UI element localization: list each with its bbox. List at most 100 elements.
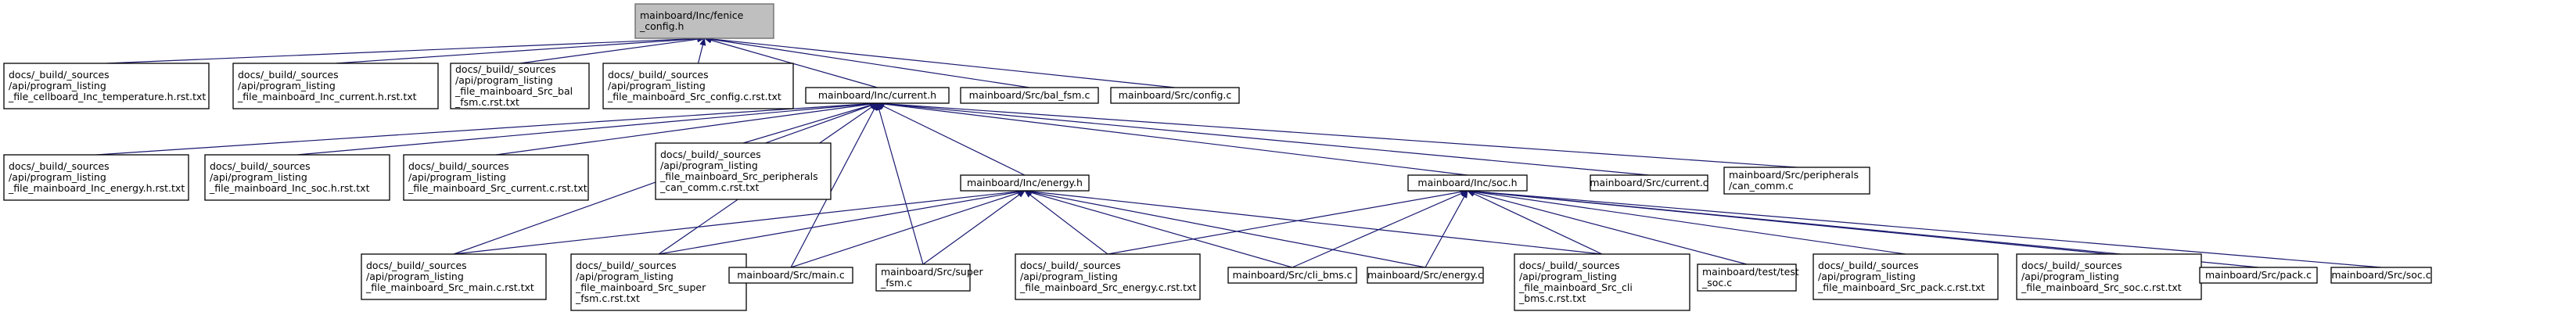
node-label-line: mainboard/Src/soc.c <box>2331 269 2430 281</box>
graph-node-r-src-energy[interactable]: docs/_build/_sources/api/program_listing… <box>1015 253 1201 300</box>
graph-node-r-inc-current[interactable]: docs/_build/_sources/api/program_listing… <box>232 63 439 109</box>
edge-r-inc-current-to-fenice-config <box>335 35 706 64</box>
graph-node-inc-energy[interactable]: mainboard/Inc/energy.h <box>960 174 1090 192</box>
edge-r-inc-energy-to-inc-current <box>95 100 878 156</box>
node-label-line: /api/program_listing <box>2021 271 2119 282</box>
node-label-line: mainboard/test/test <box>1702 266 1799 278</box>
node-box <box>2199 267 2318 284</box>
node-label-line: _file_mainboard_Inc_soc.h.rst.txt <box>209 182 370 194</box>
graph-node-src-main[interactable]: mainboard/Src/main.c <box>728 267 853 284</box>
node-label-line: docs/_build/_sources <box>576 260 677 271</box>
node-box <box>1367 267 1484 284</box>
node-label-line: /api/program_listing <box>366 271 464 282</box>
edge-r-src-periph-can-to-inc-current <box>742 102 878 144</box>
graph-node-src-periph-can[interactable]: mainboard/Src/peripherals/can_comm.c <box>1723 167 1870 195</box>
graph-node-src-bal-fsm[interactable]: mainboard/Src/bal_fsm.c <box>960 87 1099 104</box>
graph-node-inc-current[interactable]: mainboard/Inc/current.h <box>805 87 950 104</box>
node-label-line: _file_mainboard_Src_peripherals <box>659 170 818 182</box>
node-label-line: docs/_build/_sources <box>608 69 709 81</box>
edge-src-main-to-inc-energy <box>790 190 1026 268</box>
graph-node-r-src-cli-bms[interactable]: docs/_build/_sources/api/program_listing… <box>1514 253 1690 311</box>
node-label-line: _file_mainboard_Src_energy.c.rst.txt <box>1019 281 1196 293</box>
graph-node-src-pack[interactable]: mainboard/Src/pack.c <box>2199 267 2318 284</box>
node-box <box>1697 263 1797 292</box>
graph-node-src-config[interactable]: mainboard/Src/config.c <box>1110 87 1240 104</box>
graph-node-r-src-super-fsm[interactable]: docs/_build/_sources/api/program_listing… <box>570 253 747 311</box>
node-label-line: docs/_build/_sources <box>9 69 110 81</box>
node-label-line: /can_comm.c <box>1729 180 1794 192</box>
node-box <box>1590 174 1708 192</box>
node-box <box>1110 87 1240 104</box>
node-label-line: mainboard/Src/config.c <box>1119 89 1232 101</box>
node-label-line: _fsm.c.rst.txt <box>454 96 519 108</box>
node-label-line: docs/_build/_sources <box>9 160 110 172</box>
node-box <box>403 154 589 201</box>
node-label-line: docs/_build/_sources <box>1519 260 1620 271</box>
graph-node-src-energy[interactable]: mainboard/Src/energy.c <box>1367 267 1484 284</box>
graph-node-src-current[interactable]: mainboard/Src/current.c <box>1590 174 1708 192</box>
node-label-line: _file_mainboard_Src_config.c.rst.txt <box>607 91 781 102</box>
node-box <box>570 253 747 311</box>
graph-node-test-soc[interactable]: mainboard/test/test_soc.c <box>1697 263 1799 292</box>
node-label-line: _file_cellboard_Inc_temperature.h.rst.tx… <box>8 91 206 102</box>
graph-node-r-src-current[interactable]: docs/_build/_sources/api/program_listing… <box>403 154 589 201</box>
node-label-line: _bms.c.rst.txt <box>1518 292 1586 304</box>
node-label-line: _fsm.c <box>880 277 912 289</box>
node-label-line: mainboard/Src/super <box>881 266 983 278</box>
node-label-line: /api/program_listing <box>408 171 506 183</box>
node-box <box>1723 167 1870 195</box>
node-label-line: mainboard/Src/current.c <box>1590 177 1708 188</box>
graph-node-r-inc-soc[interactable]: docs/_build/_sources/api/program_listing… <box>204 154 390 201</box>
graph-node-r-cellboard-temp[interactable]: docs/_build/_sources/api/program_listing… <box>3 63 210 109</box>
node-label-line: _file_mainboard_Src_current.c.rst.txt <box>408 182 587 194</box>
node-label-line: mainboard/Inc/fenice <box>640 9 744 21</box>
node-box <box>960 87 1099 104</box>
graph-node-src-cli-bms[interactable]: mainboard/Src/cli_bms.c <box>1227 267 1357 284</box>
node-box <box>232 63 439 109</box>
node-box <box>204 154 390 201</box>
edge-src-energy-to-inc-energy <box>1024 188 1426 268</box>
edge-test-soc-to-inc-soc <box>1467 189 1748 265</box>
graph-node-r-src-periph-can[interactable]: docs/_build/_sources/api/program_listing… <box>655 142 832 200</box>
graph-node-inc-soc[interactable]: mainboard/Inc/soc.h <box>1407 174 1528 192</box>
edge-src-config-to-fenice-config <box>703 35 1176 88</box>
node-label-line: _file_mainboard_Src_soc.c.rst.txt <box>2021 281 2182 293</box>
node-label-line: docs/_build/_sources <box>238 69 339 81</box>
graph-node-r-inc-energy[interactable]: docs/_build/_sources/api/program_listing… <box>3 154 189 201</box>
node-label-line: docs/_build/_sources <box>1020 260 1121 271</box>
node-label-line: mainboard/Src/pack.c <box>2205 269 2312 281</box>
node-label-line: _can_comm.c.rst.txt <box>659 181 759 193</box>
node-box <box>655 142 832 200</box>
graph-node-r-src-soc[interactable]: docs/_build/_sources/api/program_listing… <box>2016 253 2202 300</box>
edge-r-src-cli-bms-to-inc-energy <box>1024 188 1603 255</box>
node-label-line: _config.h <box>639 20 684 32</box>
node-box <box>728 267 853 284</box>
node-label-line: docs/_build/_sources <box>210 160 311 172</box>
node-label-line: _file_mainboard_Src_super <box>575 281 706 293</box>
node-label-line: /api/program_listing <box>9 171 106 183</box>
edge-src-energy-to-inc-soc <box>1425 190 1468 268</box>
node-label-line: mainboard/Src/energy.c <box>1367 269 1483 281</box>
node-label-line: /api/program_listing <box>1818 271 1916 282</box>
node-box <box>634 3 774 39</box>
graph-node-fenice-config[interactable]: mainboard/Inc/fenice_config.h <box>634 3 774 39</box>
node-label-line: _file_mainboard_Src_bal <box>454 85 573 97</box>
graph-node-src-soc[interactable]: mainboard/Src/soc.c <box>2330 267 2432 284</box>
graph-node-r-src-pack[interactable]: docs/_build/_sources/api/program_listing… <box>1813 253 1999 300</box>
node-box <box>2330 267 2432 284</box>
node-label-line: docs/_build/_sources <box>660 149 761 160</box>
edge-r-src-main-to-inc-energy <box>453 188 1026 255</box>
edge-src-cli-bms-to-inc-soc <box>1292 190 1468 268</box>
graph-node-src-super-fsm[interactable]: mainboard/Src/super_fsm.c <box>875 263 983 292</box>
node-label-line: _soc.c <box>1701 277 1732 289</box>
node-box <box>2016 253 2202 300</box>
edge-r-inc-soc-to-inc-current <box>296 100 878 156</box>
edge-src-soc-to-inc-soc <box>1467 188 2382 268</box>
graph-node-r-src-bal-fsm[interactable]: docs/_build/_sources/api/program_listing… <box>450 63 590 109</box>
graph-node-r-src-main[interactable]: docs/_build/_sources/api/program_listing… <box>361 253 547 300</box>
graph-node-r-src-config[interactable]: docs/_build/_sources/api/program_listing… <box>602 63 794 109</box>
node-box <box>450 63 590 109</box>
node-label-line: mainboard/Inc/current.h <box>818 89 936 101</box>
edge-r-src-current-to-inc-current <box>495 101 878 156</box>
